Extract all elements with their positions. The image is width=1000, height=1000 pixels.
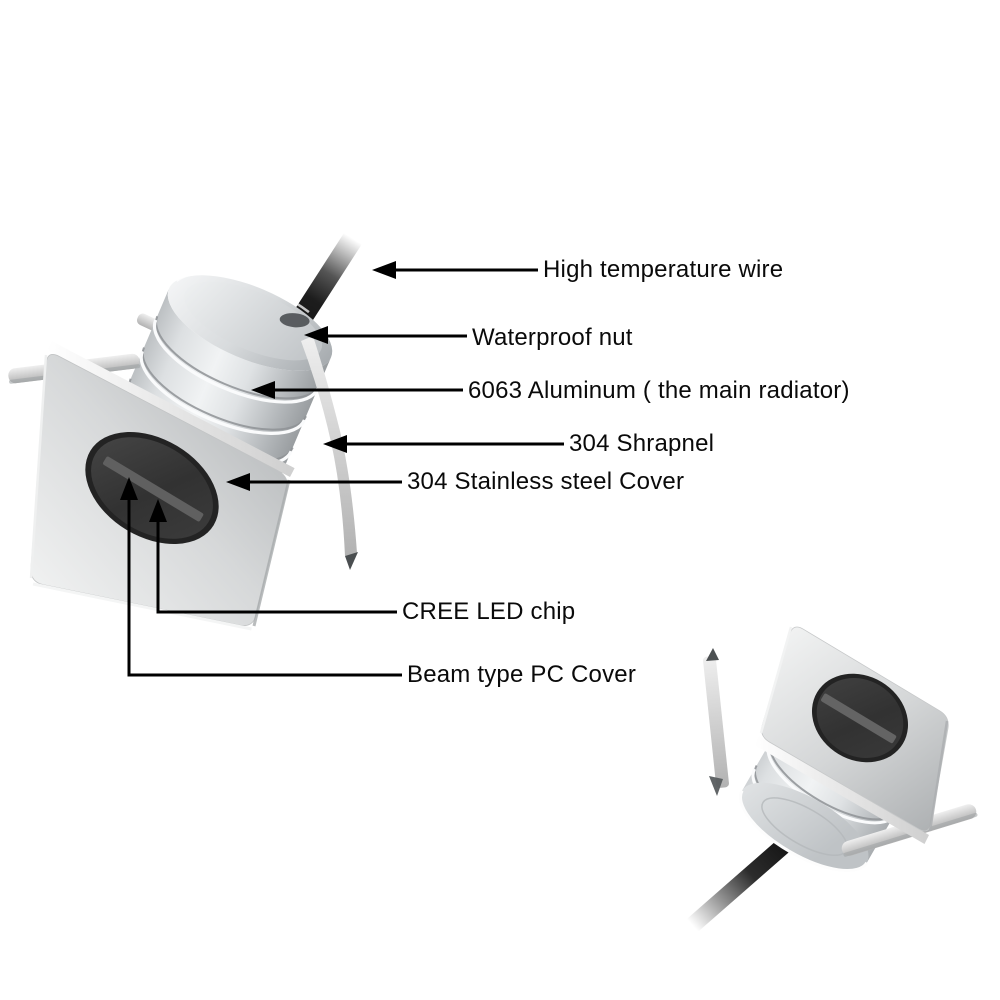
plate-right-shade <box>928 720 949 832</box>
wire-entry-shadow <box>279 313 310 328</box>
label-high-temperature-wire: High temperature wire <box>543 255 784 283</box>
label-shrapnel: 304 Shrapnel <box>569 429 715 457</box>
nut-highlight <box>175 272 310 314</box>
label-beam-type-pc-cover: Beam type PC Cover <box>407 660 637 688</box>
pc-cover-lens <box>85 431 219 545</box>
heatsink-fin <box>152 319 320 404</box>
plate-left-highlight <box>29 354 48 579</box>
plate-left-highlight <box>759 626 793 734</box>
arrowhead-beam-type-pc-cover <box>120 477 138 500</box>
heatsink-fin <box>141 347 307 431</box>
label-stainless-steel-cover: 304 Stainless steel Cover <box>407 467 685 495</box>
leader-cree-led-chip <box>156 520 397 614</box>
led-slot <box>821 693 897 744</box>
heatsink-bottom-cap <box>740 782 869 871</box>
leader-beam-type-pc-cover <box>127 498 402 677</box>
clip-tip <box>345 552 358 570</box>
arrowhead-shrapnel <box>323 435 347 453</box>
arrowhead-aluminum-radiator <box>251 381 275 399</box>
heatsink-fin <box>139 350 306 435</box>
label-cree-led-chip: CREE LED chip <box>402 597 576 625</box>
annotation-lines <box>120 261 564 677</box>
clip-tip <box>706 648 719 661</box>
clip-tip <box>709 776 723 796</box>
arrowhead-cree-led-chip <box>149 499 167 522</box>
cover-plate-edge <box>754 736 929 844</box>
led-slot <box>103 456 204 522</box>
nut-top-face <box>183 281 323 361</box>
pc-cover-lens <box>811 673 909 763</box>
deck-light-rear-view <box>685 626 978 933</box>
cap-rim-highlight <box>739 789 869 872</box>
arrowhead-waterproof-nut <box>304 326 328 344</box>
deck-light-front-view <box>8 229 363 631</box>
plate-bottom-highlight <box>32 582 252 631</box>
label-aluminum-radiator: 6063 Aluminum ( the main radiator) <box>468 376 850 404</box>
power-wire <box>685 831 799 933</box>
arrowhead-stainless-steel-cover <box>226 473 250 491</box>
cover-plate-edge <box>47 341 295 477</box>
plate-right-shade <box>252 479 291 627</box>
mounting-clip-right <box>301 336 357 556</box>
heatsink-fin <box>155 315 321 400</box>
mounting-clip-left <box>703 656 729 788</box>
label-waterproof-nut: Waterproof nut <box>472 323 633 351</box>
arrowhead-high-temperature-wire <box>372 261 396 279</box>
